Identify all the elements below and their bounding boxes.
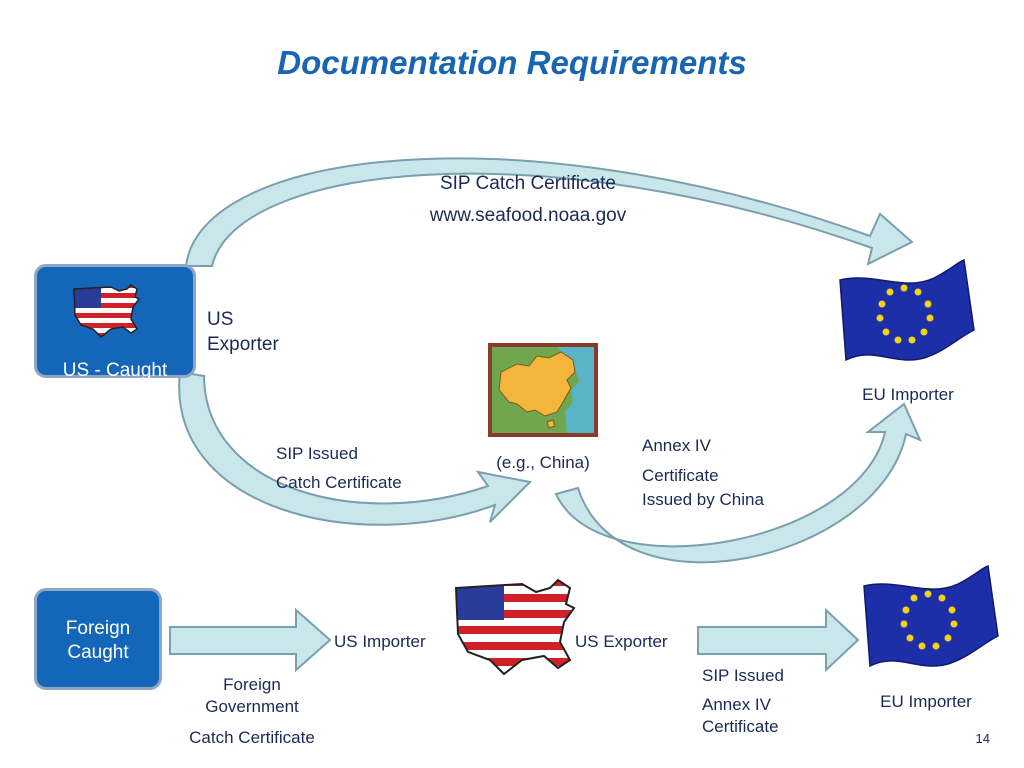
us-exporter-bottom-label: US Exporter xyxy=(575,632,668,651)
annex-iv-label: Annex IV xyxy=(642,436,711,455)
arc-arrow-china-to-eu xyxy=(554,402,922,564)
us-map-flag-icon xyxy=(73,284,141,339)
arc-top-line2: www.seafood.noaa.gov xyxy=(429,205,627,226)
arc-top-line1: SIP Catch Certificate xyxy=(439,173,616,194)
us-exporter-label: US Exporter xyxy=(207,309,279,355)
china-map-icon xyxy=(488,343,598,437)
us-caught-box: US - Caught xyxy=(34,264,196,381)
foreign-government-label: Foreign Government xyxy=(205,675,299,717)
page-number: 14 xyxy=(975,731,990,746)
eu-importer-top-label: EU Importer xyxy=(862,385,954,404)
us-importer-label: US Importer xyxy=(334,632,426,651)
eu-importer-bottom-label: EU Importer xyxy=(880,692,972,711)
sip-issued-label: SIP Issued xyxy=(276,444,358,463)
china-label: (e.g., China) xyxy=(496,453,590,472)
eu-flag-icon xyxy=(839,259,975,362)
arc-arrow-us-to-eu xyxy=(184,157,914,267)
annex-iv-certificate-bottom-label: Annex IV Certificate xyxy=(702,695,779,737)
foreign-catch-certificate-label: Catch Certificate xyxy=(189,728,315,747)
us-map-flag-icon xyxy=(454,578,576,676)
arrow-us-exporter-to-eu xyxy=(697,607,860,673)
annex-certificate-china-label: Certificate Issued by China xyxy=(642,466,764,509)
sip-issued-bottom-label: SIP Issued xyxy=(702,666,784,685)
arrow-foreign-to-us-importer xyxy=(169,607,332,673)
slide-title: Documentation Requirements xyxy=(277,44,747,81)
catch-certificate-label: Catch Certificate xyxy=(276,473,402,492)
us-caught-label: US - Caught xyxy=(62,360,168,381)
arc-arrow-us-to-china xyxy=(178,370,533,526)
eu-flag-icon xyxy=(863,565,999,668)
foreign-caught-box: Foreign Caught xyxy=(34,588,162,690)
foreign-caught-label: Foreign Caught xyxy=(65,618,131,663)
